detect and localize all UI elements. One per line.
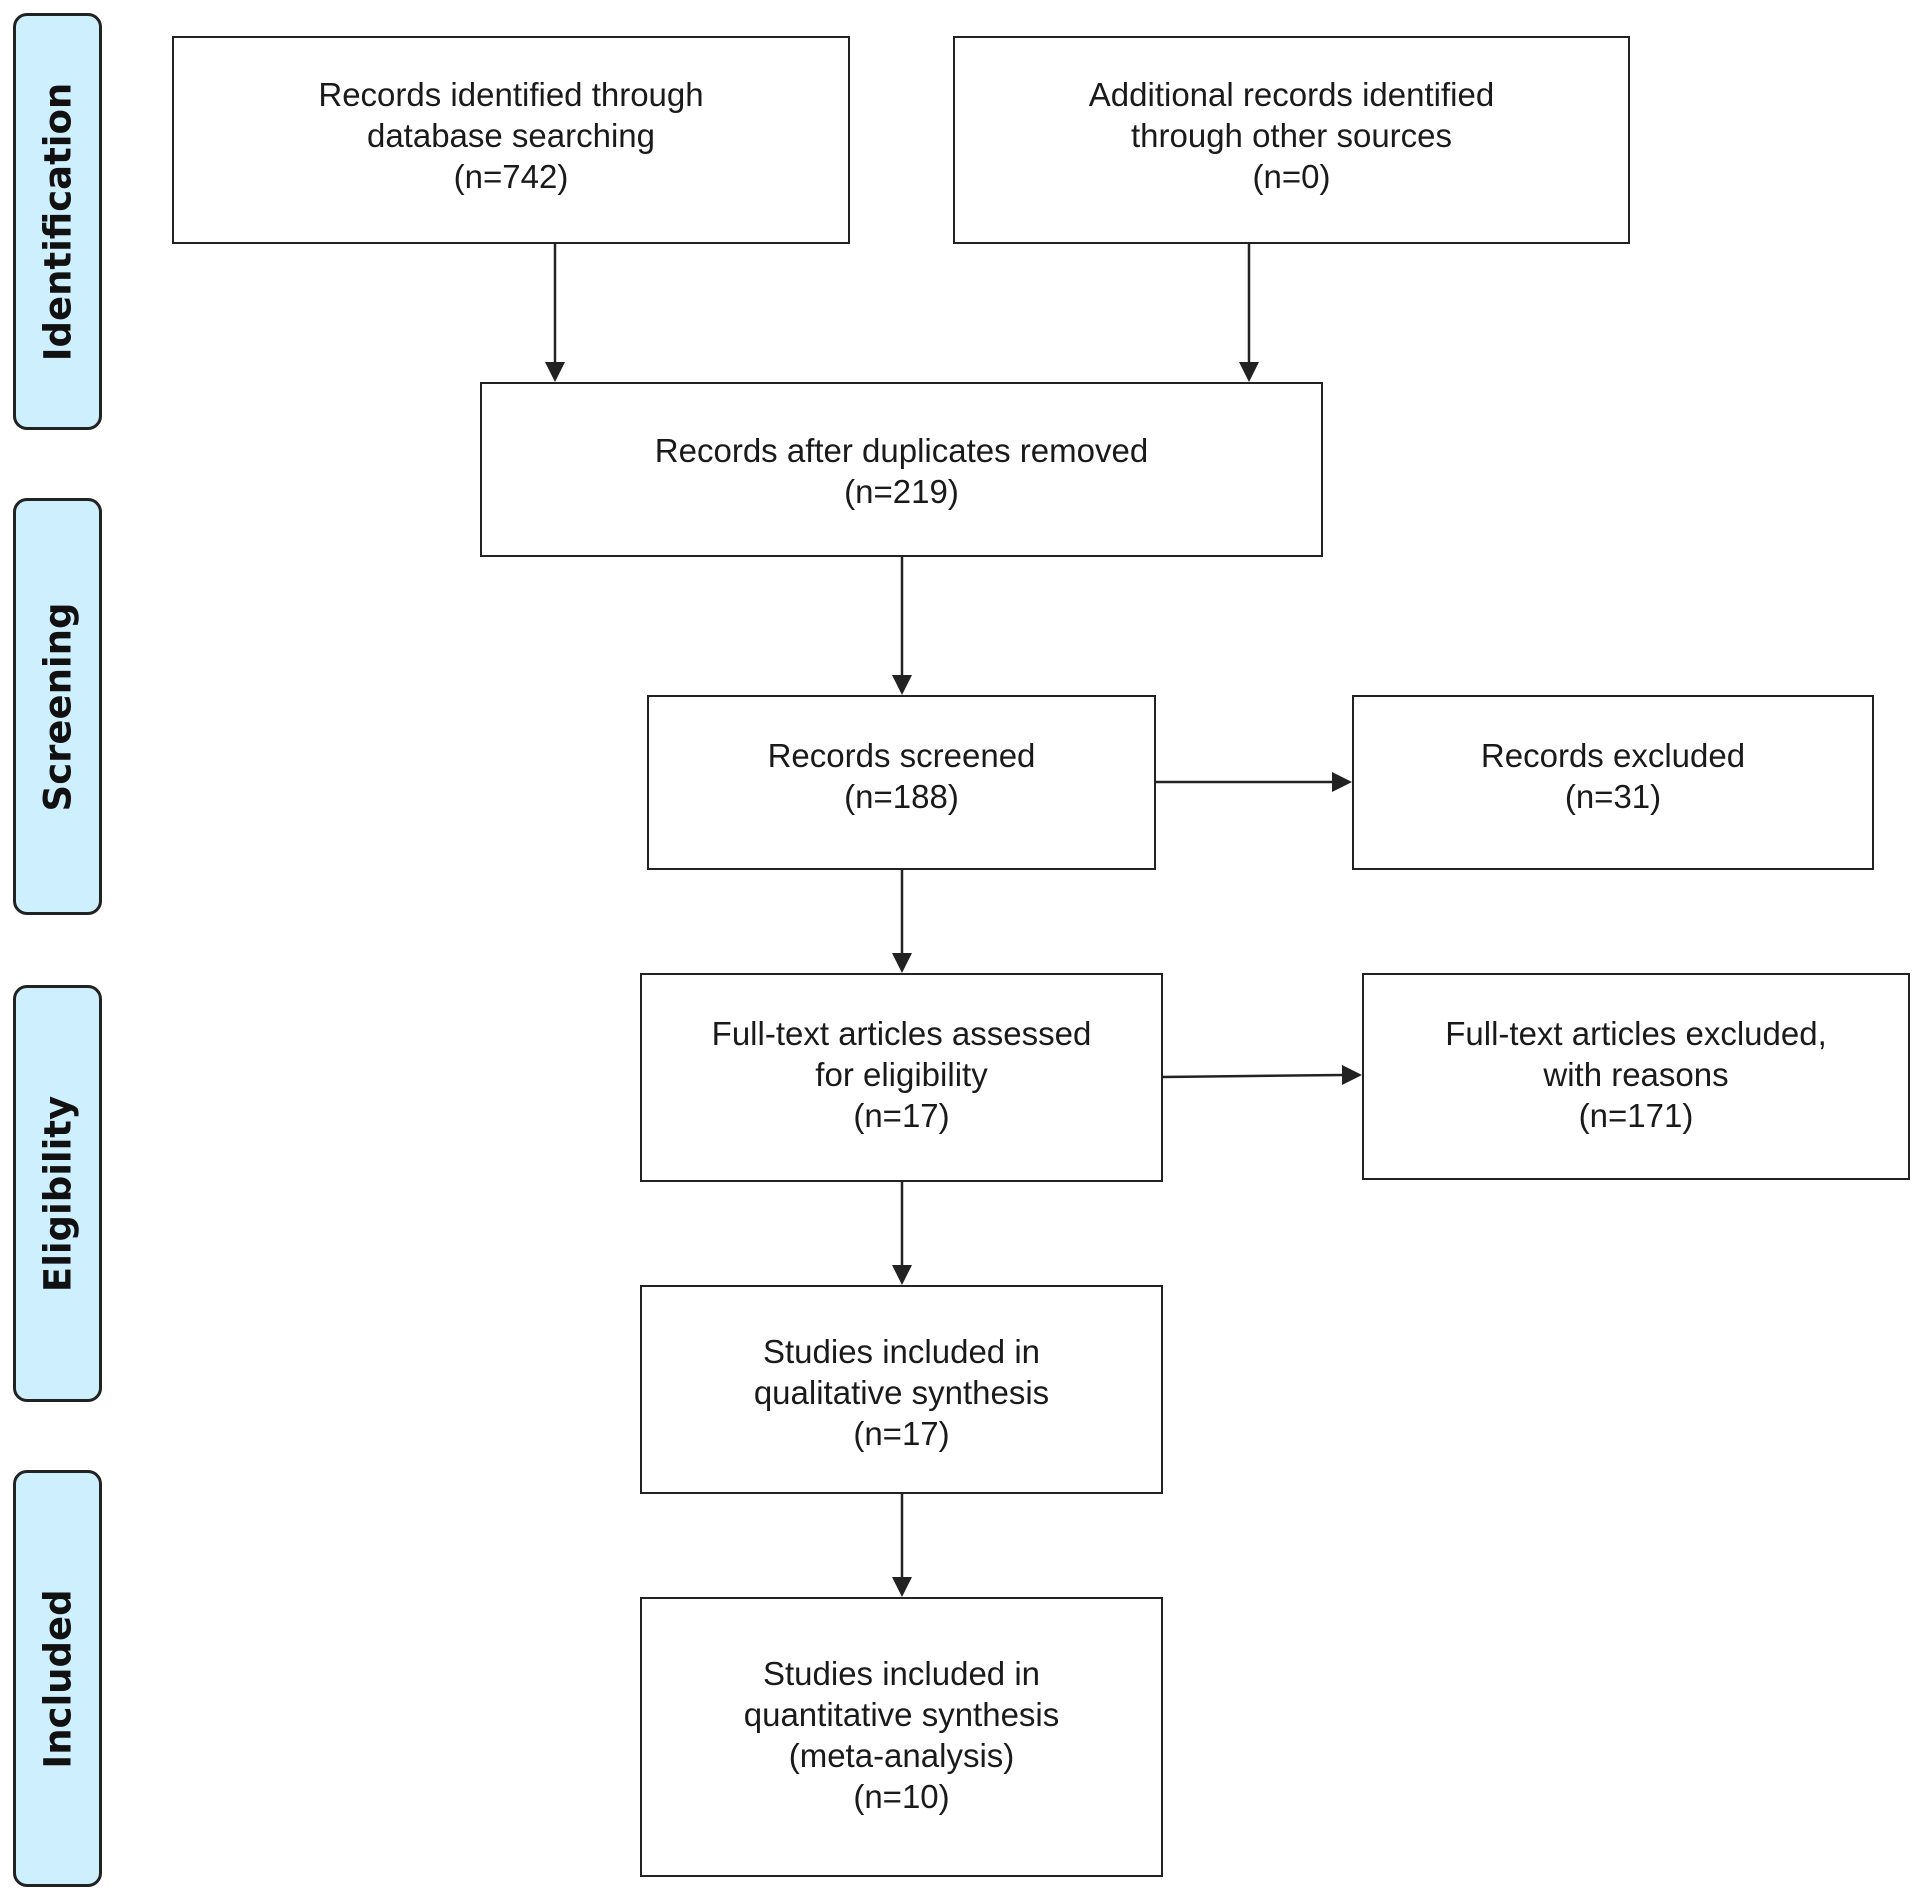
- record-count: (n=742): [453, 158, 569, 195]
- record-count: (n=17): [853, 1415, 950, 1452]
- arrowhead-other-to-duplicates: [1239, 362, 1259, 382]
- phase-tab-eligibility: Eligibility: [13, 985, 102, 1402]
- box-full-text-excluded: Full-text articles excluded, with reason…: [1362, 973, 1910, 1180]
- arrowhead-database-to-duplicates: [545, 362, 565, 382]
- box-full-text-assessed: Full-text articles assessed for eligibil…: [640, 973, 1163, 1182]
- box-other-sources: Additional records identified through ot…: [953, 36, 1630, 244]
- box-line: Records after duplicates removed: [654, 432, 1149, 469]
- box-line: (meta-analysis): [788, 1737, 1015, 1774]
- box-line: Records excluded: [1480, 737, 1746, 774]
- box-line: Full-text articles assessed: [711, 1015, 1092, 1052]
- record-count: (n=10): [853, 1778, 950, 1815]
- record-count: (n=171): [1578, 1097, 1694, 1134]
- arrowhead-qualitative-to-quantitative: [892, 1577, 912, 1597]
- box-records-excluded: Records excluded (n=31): [1352, 695, 1874, 870]
- phase-tab-included: Included: [13, 1470, 102, 1887]
- record-count: (n=219): [844, 473, 959, 510]
- record-count: (n=188): [844, 778, 959, 815]
- arrow-fulltext-to-excluded: [1162, 1073, 1343, 1079]
- arrowhead-screened-to-excluded: [1332, 772, 1352, 792]
- box-duplicates-removed: Records after duplicates removed (n=219): [480, 382, 1323, 557]
- arrowhead-screened-to-fulltext: [892, 953, 912, 973]
- box-line: for eligibility: [815, 1056, 988, 1093]
- record-count: (n=0): [1252, 158, 1331, 195]
- box-line: database searching: [366, 117, 656, 154]
- box-qualitative-synthesis: Studies included in qualitative synthesi…: [640, 1285, 1163, 1494]
- box-line: Studies included in: [762, 1333, 1041, 1370]
- box-database-search: Records identified through database sear…: [172, 36, 850, 244]
- box-line: Additional records identified: [1088, 76, 1495, 113]
- box-line: Records screened: [767, 737, 1036, 774]
- record-count: (n=17): [853, 1097, 950, 1134]
- box-line: qualitative synthesis: [753, 1374, 1050, 1411]
- phase-tab-screening: Screening: [13, 498, 102, 915]
- arrowhead-fulltext-to-qualitative: [892, 1265, 912, 1285]
- box-line: quantitative synthesis: [743, 1696, 1060, 1733]
- arrowhead-fulltext-to-excluded: [1342, 1065, 1362, 1085]
- box-line: Full-text articles excluded,: [1445, 1015, 1827, 1052]
- box-quantitative-synthesis: Studies included in quantitative synthes…: [640, 1597, 1163, 1877]
- record-count: (n=31): [1564, 778, 1662, 815]
- box-line: through other sources: [1130, 117, 1453, 154]
- box-records-screened: Records screened (n=188): [647, 695, 1156, 870]
- box-line: Records identified through: [318, 76, 704, 113]
- arrowhead-duplicates-to-screened: [892, 675, 912, 695]
- box-line: Studies included in: [762, 1655, 1041, 1692]
- box-line: with reasons: [1543, 1056, 1729, 1093]
- phase-tab-identification: Identification: [13, 13, 102, 430]
